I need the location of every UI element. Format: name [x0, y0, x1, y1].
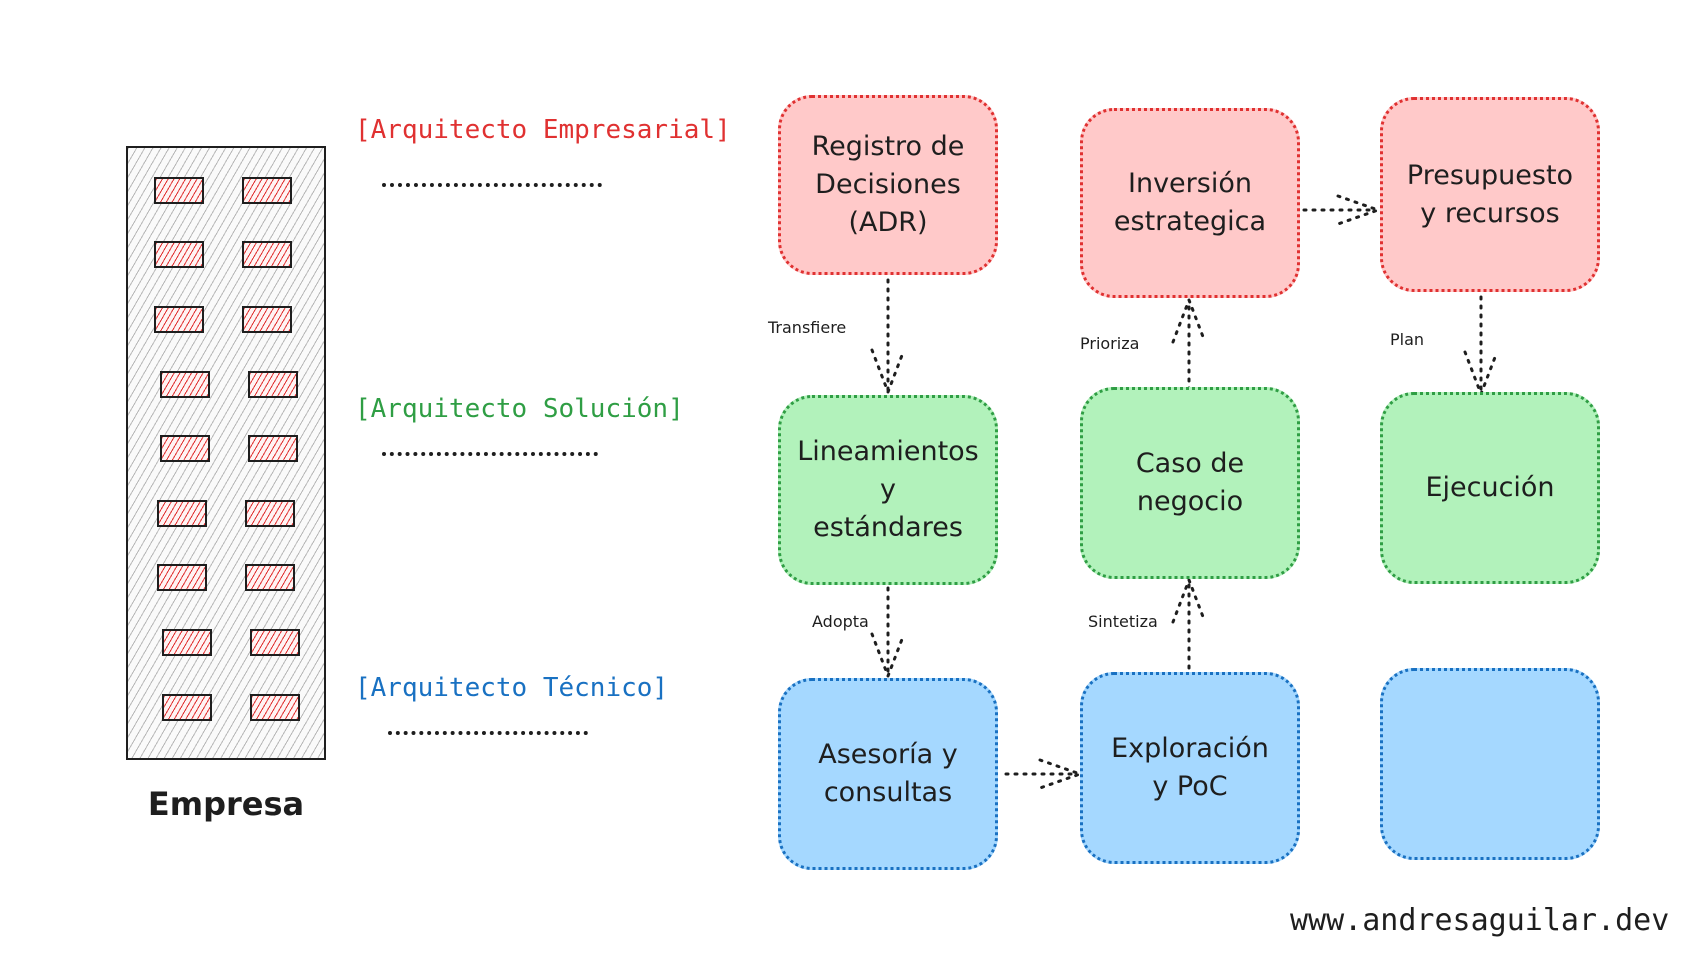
role-dots-divider [382, 183, 602, 187]
window-icon [162, 629, 212, 656]
box-ejecucion: Ejecución [1380, 392, 1600, 584]
window-icon [250, 694, 300, 721]
box-registro-decisiones: Registro de Decisiones (ADR) [778, 95, 998, 275]
window-icon [245, 500, 295, 527]
window-icon [250, 629, 300, 656]
box-inversion-estrategica: Inversión estrategica [1080, 108, 1300, 298]
edge-label-adopta: Adopta [812, 612, 869, 631]
window-icon [157, 500, 207, 527]
window-icon [154, 241, 204, 268]
box-label: Exploración y PoC [1111, 733, 1269, 802]
window-icon [160, 371, 210, 398]
building-icon [126, 146, 326, 760]
box-asesoria-consultas: Asesoría y consultas [778, 678, 998, 870]
role-technical-architect: [Arquitecto Técnico] [355, 673, 669, 703]
box-label: Ejecución [1425, 472, 1555, 504]
box-label: Inversión estrategica [1113, 168, 1267, 237]
box-lineamientos-estandares: Lineamientos y estándares [778, 395, 998, 585]
window-icon [248, 435, 298, 462]
box-empty [1380, 668, 1600, 860]
window-icon [157, 564, 207, 591]
box-label: Asesoría y consultas [818, 739, 958, 808]
window-icon [160, 435, 210, 462]
arrow-head [1171, 575, 1207, 624]
role-enterprise-architect: [Arquitecto Empresarial] [355, 115, 731, 145]
arrow-head [1336, 194, 1383, 226]
edge-label-transfiere: Transfiere [768, 318, 847, 337]
box-label: Presupuesto y recursos [1406, 159, 1574, 229]
edge-label-plan: Plan [1390, 330, 1425, 349]
arrow-head [870, 348, 906, 397]
window-icon [242, 241, 292, 268]
edge-label-prioriza: Prioriza [1080, 334, 1140, 353]
window-icon [242, 177, 292, 204]
role-solution-architect: [Arquitecto Solución] [355, 394, 684, 424]
building-label: Empresa [147, 785, 305, 823]
arrow-head [1038, 758, 1085, 790]
window-icon [242, 306, 292, 333]
watermark-url: www.andresaguilar.dev [1290, 903, 1670, 938]
window-icon [245, 564, 295, 591]
edge-label-sintetiza: Sintetiza [1088, 612, 1158, 631]
role-dots-divider [382, 452, 598, 456]
window-icon [154, 177, 204, 204]
box-exploracion-poc: Exploración y PoC [1080, 672, 1300, 864]
arrow-head [870, 632, 906, 681]
arrow-head [1171, 295, 1207, 344]
window-icon [154, 306, 204, 333]
box-caso-negocio: Caso de negocio [1080, 387, 1300, 579]
role-dots-divider [388, 731, 588, 735]
box-label: Registro de Decisiones (ADR) [811, 131, 965, 238]
box-label: Lineamientos y estándares [797, 436, 979, 543]
box-presupuesto-recursos: Presupuesto y recursos [1380, 97, 1600, 292]
box-label: Caso de negocio [1135, 448, 1245, 517]
window-icon [162, 694, 212, 721]
window-icon [248, 371, 298, 398]
